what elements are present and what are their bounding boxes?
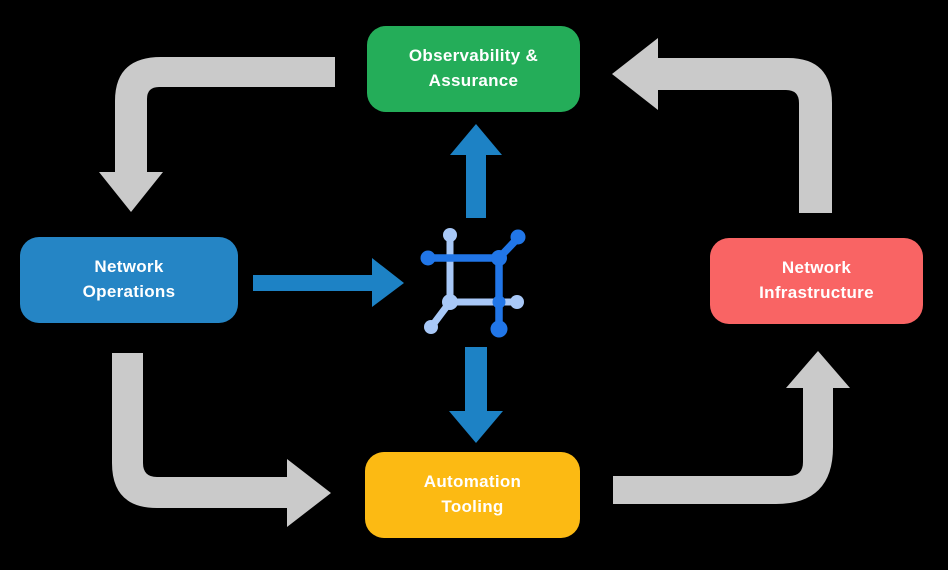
cycle-arrow-automation-to-infrastructure bbox=[613, 351, 850, 504]
flow-arrow-operations-to-core bbox=[253, 258, 404, 307]
cycle-arrow-observability-to-operations bbox=[99, 57, 335, 212]
node-network-operations: Network Operations bbox=[20, 237, 238, 323]
node-network-operations-label: Network Operations bbox=[82, 257, 176, 301]
node-automation-tooling-label: Automation Tooling bbox=[423, 472, 522, 516]
node-observability: Observability & Assurance bbox=[367, 26, 580, 112]
node-network-infrastructure-label: Network Infrastructure bbox=[759, 258, 874, 302]
node-observability-label: Observability & Assurance bbox=[408, 46, 539, 90]
network-mesh-icon bbox=[420, 228, 526, 338]
node-automation-tooling: Automation Tooling bbox=[365, 452, 580, 538]
network-mesh-icon-dark-dots bbox=[420, 229, 526, 338]
cycle-arrow-operations-to-automation bbox=[112, 353, 331, 527]
network-mesh-icon-light-dots bbox=[424, 228, 524, 334]
cycle-arrow-infrastructure-to-observability bbox=[612, 38, 832, 213]
node-network-infrastructure: Network Infrastructure bbox=[710, 238, 923, 324]
flow-arrow-core-to-automation bbox=[449, 347, 503, 443]
flow-arrow-core-to-observability bbox=[450, 124, 502, 218]
